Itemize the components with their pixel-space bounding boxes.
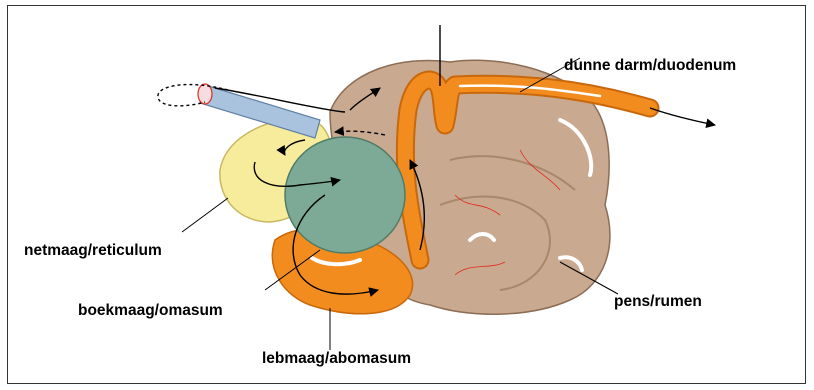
label-duodenum: dunne darm/duodenum <box>564 57 736 74</box>
label-rumen: pens/rumen <box>614 293 702 310</box>
omasum-shape <box>285 137 405 253</box>
label-abomasum: lebmaag/abomasum <box>262 350 411 367</box>
label-omasum: boekmaag/omasum <box>78 302 223 319</box>
label-reticulum: netmaag/reticulum <box>24 242 162 259</box>
